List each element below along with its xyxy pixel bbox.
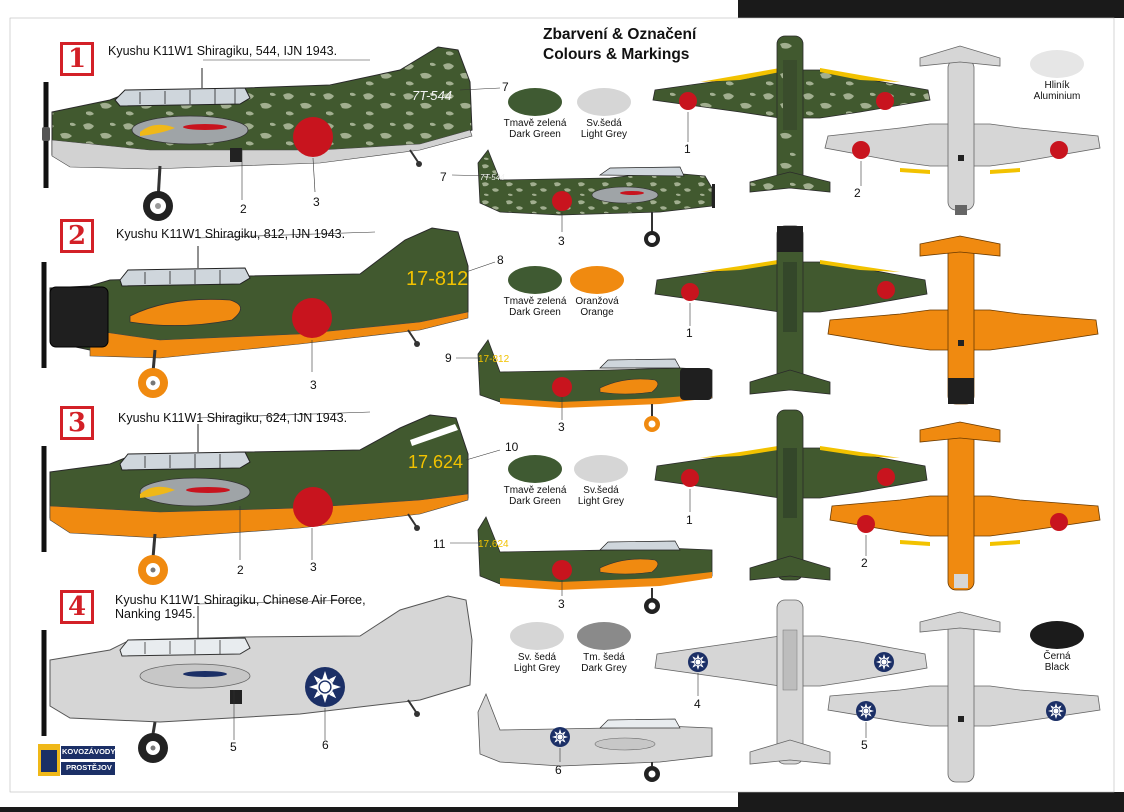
plan-1-top	[652, 35, 931, 193]
callout-3-s3: 3	[310, 560, 317, 574]
callout-3: 3	[313, 195, 320, 209]
scheme-title-1: Kyushu K11W1 Shiragiku, 544, IJN 1943.	[108, 44, 338, 58]
scheme-title-4-line2: Nanking 1945.	[115, 607, 196, 621]
small-tail-code-2: 17-812	[478, 354, 510, 365]
plan-3-bottom	[829, 421, 1101, 591]
callout-3-s2-small: 3	[558, 420, 565, 434]
callout-2-plan: 2	[854, 186, 861, 200]
scheme-badge-3: 3	[60, 406, 94, 440]
tail-code-3: 17.624	[408, 452, 463, 472]
callout-11: 11	[433, 537, 446, 551]
callout-2-s3: 2	[237, 563, 244, 577]
callout-7-small: 7	[440, 170, 447, 184]
callout-5-plan: 5	[861, 738, 868, 752]
callout-1-s2-plan: 1	[686, 326, 693, 340]
callout-8: 8	[497, 253, 504, 267]
profile-3-small-side: 17.624	[450, 516, 713, 614]
tail-code-1: 7T-544	[412, 88, 452, 103]
callout-9: 9	[445, 351, 452, 365]
callout-10: 10	[505, 440, 519, 454]
header-title-en: Colours & Markings	[543, 46, 690, 63]
callout-1-s3-plan: 1	[686, 513, 693, 527]
callout-3-s3-small: 3	[558, 597, 565, 611]
plan-4-bottom	[827, 611, 1101, 783]
scheme-title-2: Kyushu K11W1 Shiragiku, 812, IJN 1943.	[116, 227, 346, 241]
callout-7: 7	[502, 80, 509, 94]
scheme-title-4-line1: Kyushu K11W1 Shiragiku, Chinese Air Forc…	[115, 593, 366, 607]
callout-1-plan: 1	[684, 142, 691, 156]
header-title-cz: Zbarvení & Označení	[543, 26, 697, 43]
callout-2-s3-plan: 2	[861, 556, 868, 570]
profile-4-small-side	[477, 692, 713, 782]
callout-6-small: 6	[555, 763, 562, 777]
profile-3-side: 17.624	[41, 411, 501, 585]
swatch-shapes	[508, 50, 1084, 650]
callout-2: 2	[240, 202, 247, 216]
plan-2-top	[654, 225, 928, 395]
manufacturer-logo	[38, 744, 115, 776]
scheme-badge-2: 2	[60, 219, 94, 253]
plan-4-top	[654, 599, 928, 765]
plan-2-bottom	[827, 235, 1099, 405]
small-tail-code-3: 17.624	[478, 539, 509, 550]
profile-1-side: 7T-544	[42, 46, 501, 221]
plan-1-bottom	[824, 45, 1101, 215]
callout-3-s2: 3	[310, 378, 317, 392]
profile-2-side: 17-812	[41, 227, 496, 398]
scheme-title-3: Kyushu K11W1 Shiragiku, 624, IJN 1943.	[118, 411, 348, 425]
profile-2-small-side: 17-812	[456, 339, 713, 432]
callout-6: 6	[322, 738, 329, 752]
logo-line1: KOVOZÁVODY	[62, 747, 116, 756]
scheme-badge-1: 1	[60, 42, 94, 76]
callout-4-plan: 4	[694, 697, 701, 711]
profile-4-side	[41, 595, 473, 763]
callout-5: 5	[230, 740, 237, 754]
plan-3-top	[654, 409, 928, 581]
logo-line2: PROSTĚJOV	[66, 763, 112, 772]
tail-code-2: 17-812	[406, 268, 468, 290]
scheme-badge-4: 4	[60, 590, 94, 624]
profile-1-small-side: 7T-544	[451, 149, 715, 247]
callout-3-small: 3	[558, 234, 565, 248]
small-tail-code-1: 7T-544	[480, 173, 505, 182]
